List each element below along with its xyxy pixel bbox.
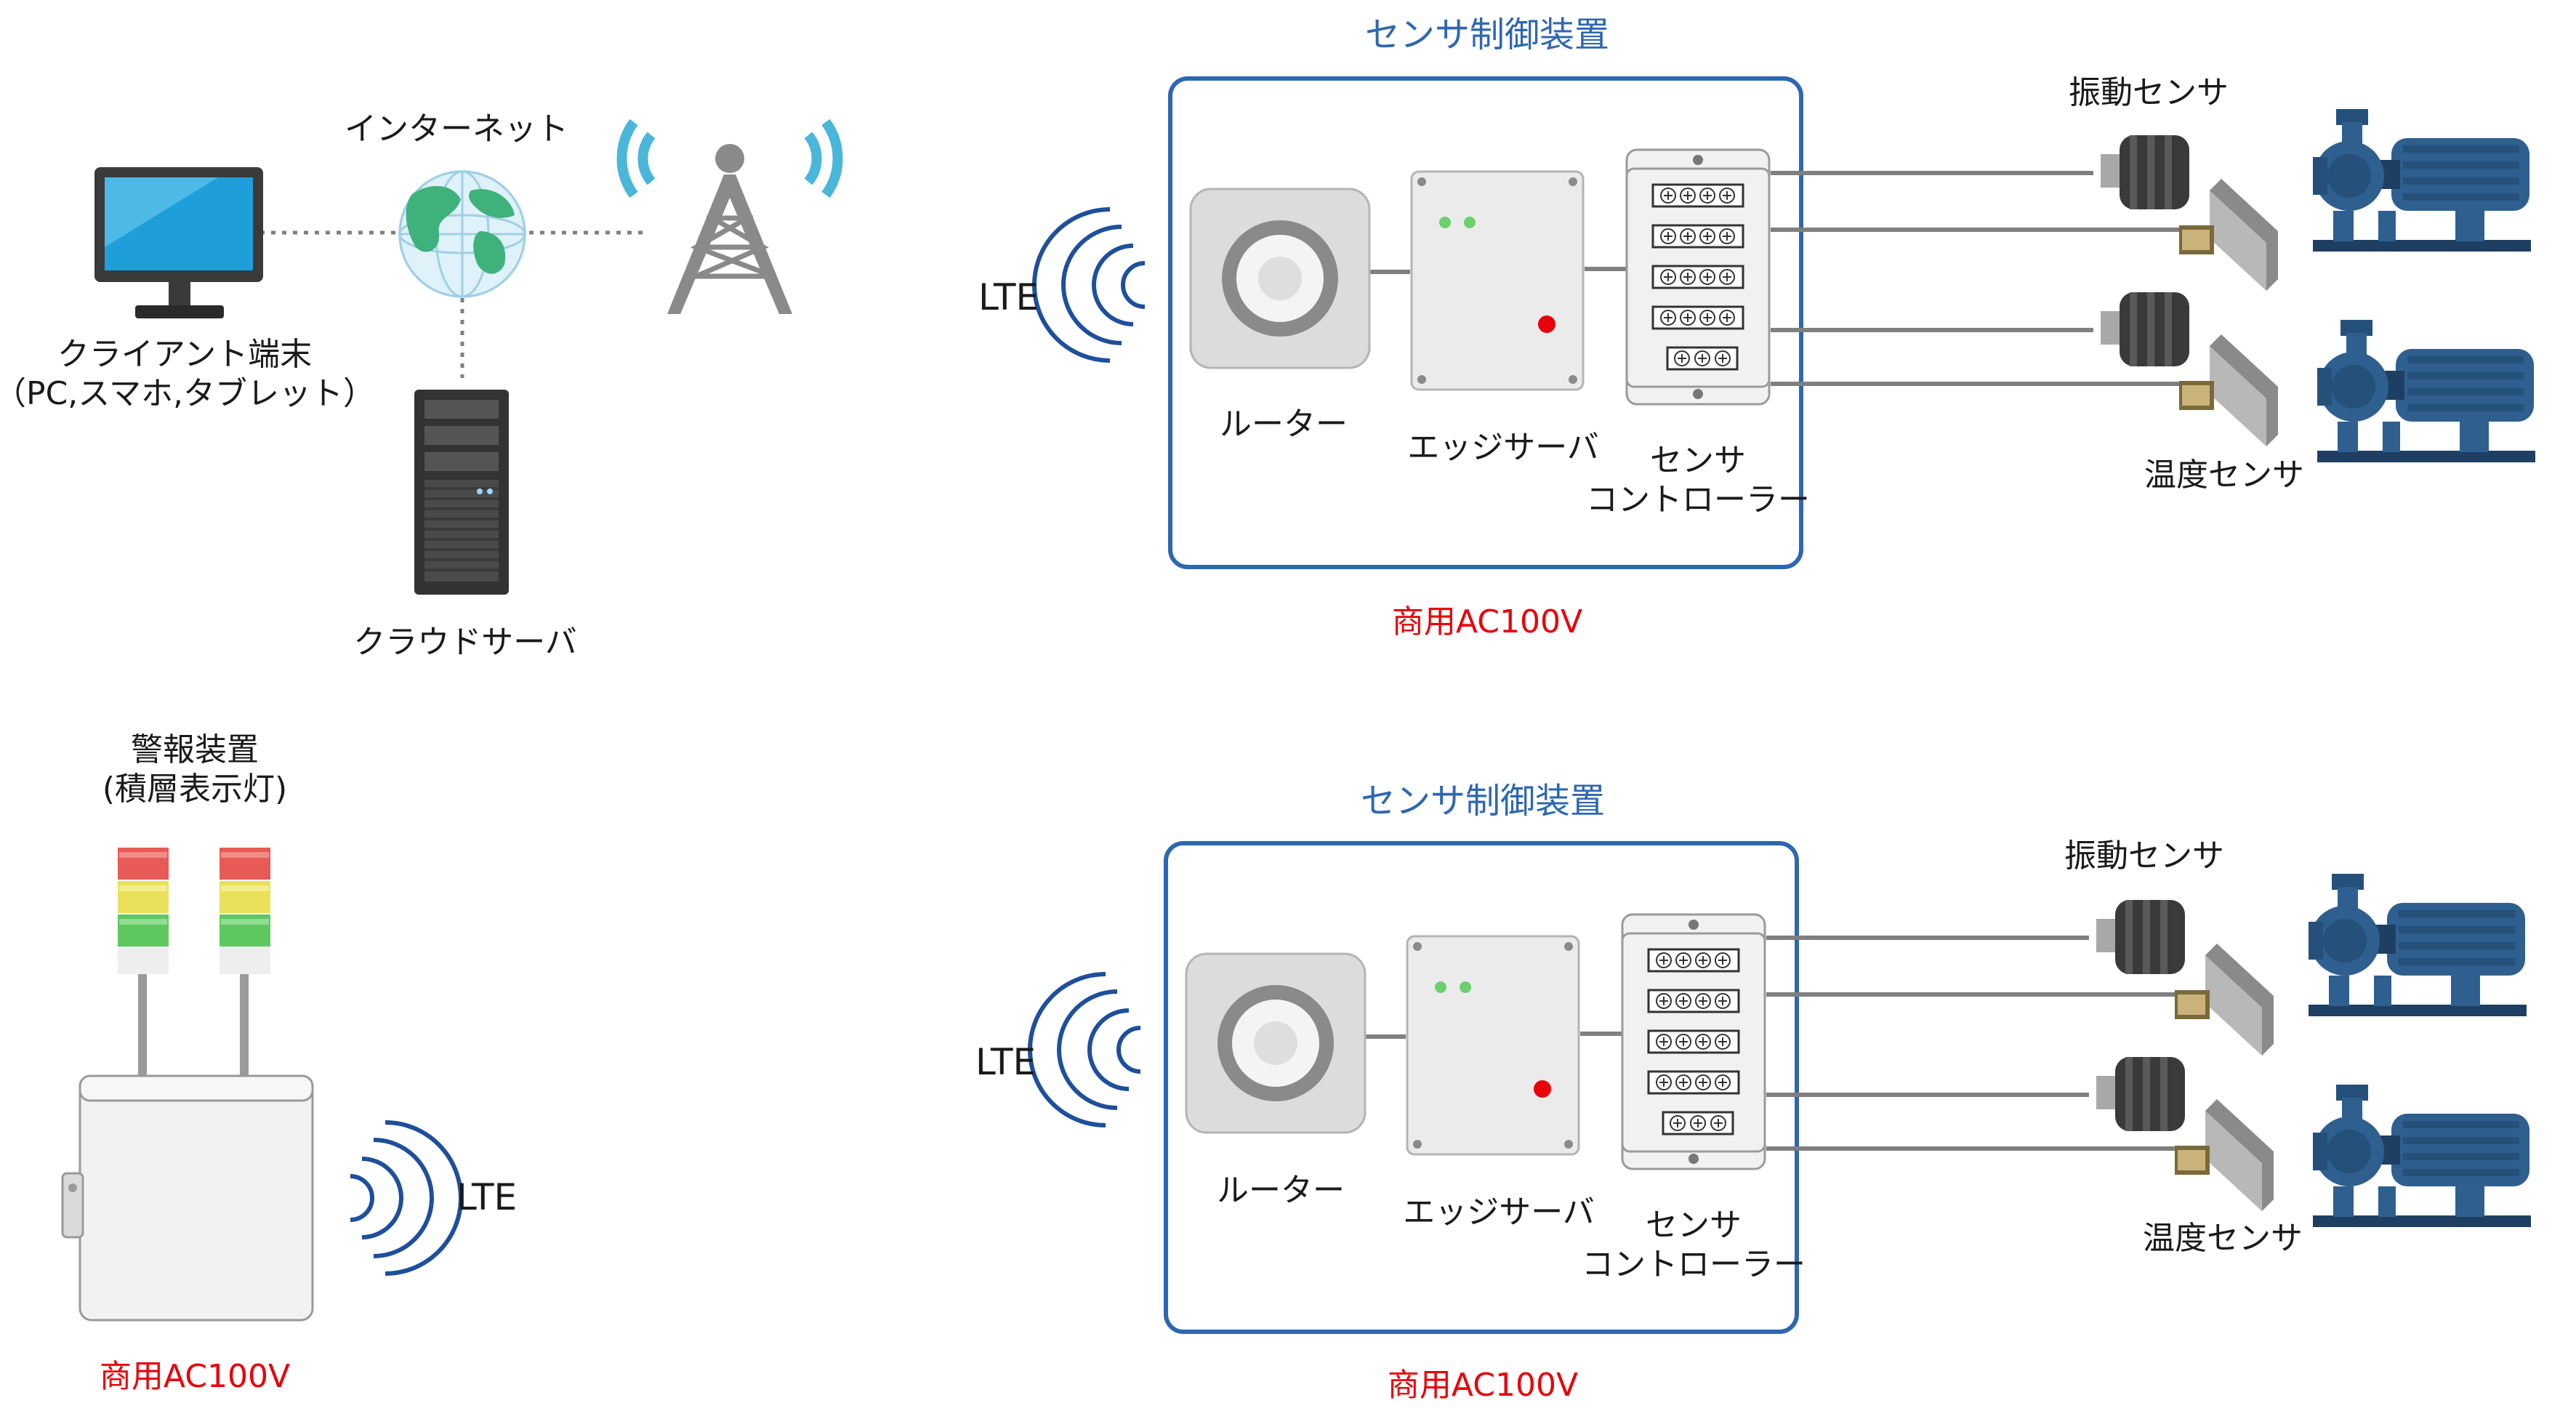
router-label: ルーター [1220, 406, 1348, 443]
stack-light-left-icon [118, 848, 169, 1079]
client-label-line1: クライアント端末 [57, 336, 313, 373]
sensor-control-unit [1030, 841, 2531, 1334]
pump-motor-icon [2313, 1085, 2531, 1227]
unit-frame [1168, 76, 1803, 569]
unit-lte-label: LTE [978, 276, 1039, 318]
vibration-sensor-icon [2096, 900, 2185, 974]
controller-label-line2: コントローラー [1582, 1246, 1806, 1283]
sensor-controller-icon [1627, 150, 1769, 404]
sensor-controller-icon [1622, 914, 1765, 1169]
router-icon [1189, 188, 1371, 369]
sensor-control-unit [1034, 76, 2535, 569]
unit-frame [1164, 841, 1799, 1334]
pump-motor-icon [2309, 874, 2527, 1016]
client-label-line2: （PC,スマホ,タブレット） [0, 375, 375, 412]
temperature-sensor-label: 温度センサ [2144, 457, 2304, 494]
controller-label-line1: センサ [1650, 442, 1746, 479]
internet-globe-icon [398, 170, 526, 298]
edge-server-label: エッジサーバ [1407, 429, 1599, 466]
alarm-section [61, 848, 461, 1322]
internet-label: インターネット [345, 110, 568, 148]
pump-motor-icon [2313, 109, 2531, 252]
lte-signal-icon [1030, 974, 1140, 1125]
controller-label-line1: センサ [1646, 1207, 1742, 1244]
antenna-tower-icon [616, 118, 843, 314]
router-icon [1185, 952, 1367, 1134]
alarm-power-label: 商用AC100V [99, 1358, 291, 1395]
vibration-sensor-label: 振動センサ [2064, 837, 2224, 875]
alarm-enclosure-icon [61, 1074, 314, 1322]
temperature-sensor-icon [2179, 334, 2278, 446]
temperature-sensor-icon [2175, 1099, 2274, 1211]
unit-title: センサ制御装置 [1364, 15, 1610, 55]
vibration-sensor-icon [2101, 135, 2189, 209]
vibration-sensor-label: 振動センサ [2069, 74, 2229, 111]
controller-label-line2: コントローラー [1586, 481, 1810, 518]
alarm-lte-signal-icon [350, 1122, 461, 1274]
unit-power-label: 商用AC100V [1391, 603, 1583, 640]
alarm-lte-label: LTE [456, 1176, 518, 1218]
vibration-sensor-icon [2101, 292, 2189, 366]
lte-signal-icon [1034, 209, 1145, 361]
vibration-sensor-icon [2096, 1057, 2185, 1131]
temperature-sensor-icon [2175, 944, 2274, 1056]
temperature-sensor-label: 温度センサ [2143, 1220, 2303, 1257]
edge-server-icon [1410, 170, 1585, 391]
unit-title: センサ制御装置 [1360, 781, 1606, 821]
unit-power-label: 商用AC100V [1387, 1367, 1579, 1404]
alarm-title-line2: (積層表示灯) [102, 771, 288, 808]
temperature-sensor-icon [2179, 179, 2278, 291]
sensor-units [1030, 76, 2535, 1334]
stack-light-right-icon [220, 848, 270, 1079]
edge-server-label: エッジサーバ [1403, 1194, 1595, 1231]
alarm-title-line1: 警報装置 [131, 731, 259, 768]
cloud-server-label: クラウドサーバ [353, 624, 577, 661]
client-monitor-icon [94, 167, 263, 318]
cloud-server-icon [414, 390, 509, 595]
network-section [94, 118, 843, 595]
unit-lte-label: LTE [975, 1041, 1037, 1083]
pump-motor-icon [2317, 320, 2535, 462]
edge-server-icon [1406, 935, 1580, 1156]
router-label: ルーター [1217, 1172, 1345, 1209]
